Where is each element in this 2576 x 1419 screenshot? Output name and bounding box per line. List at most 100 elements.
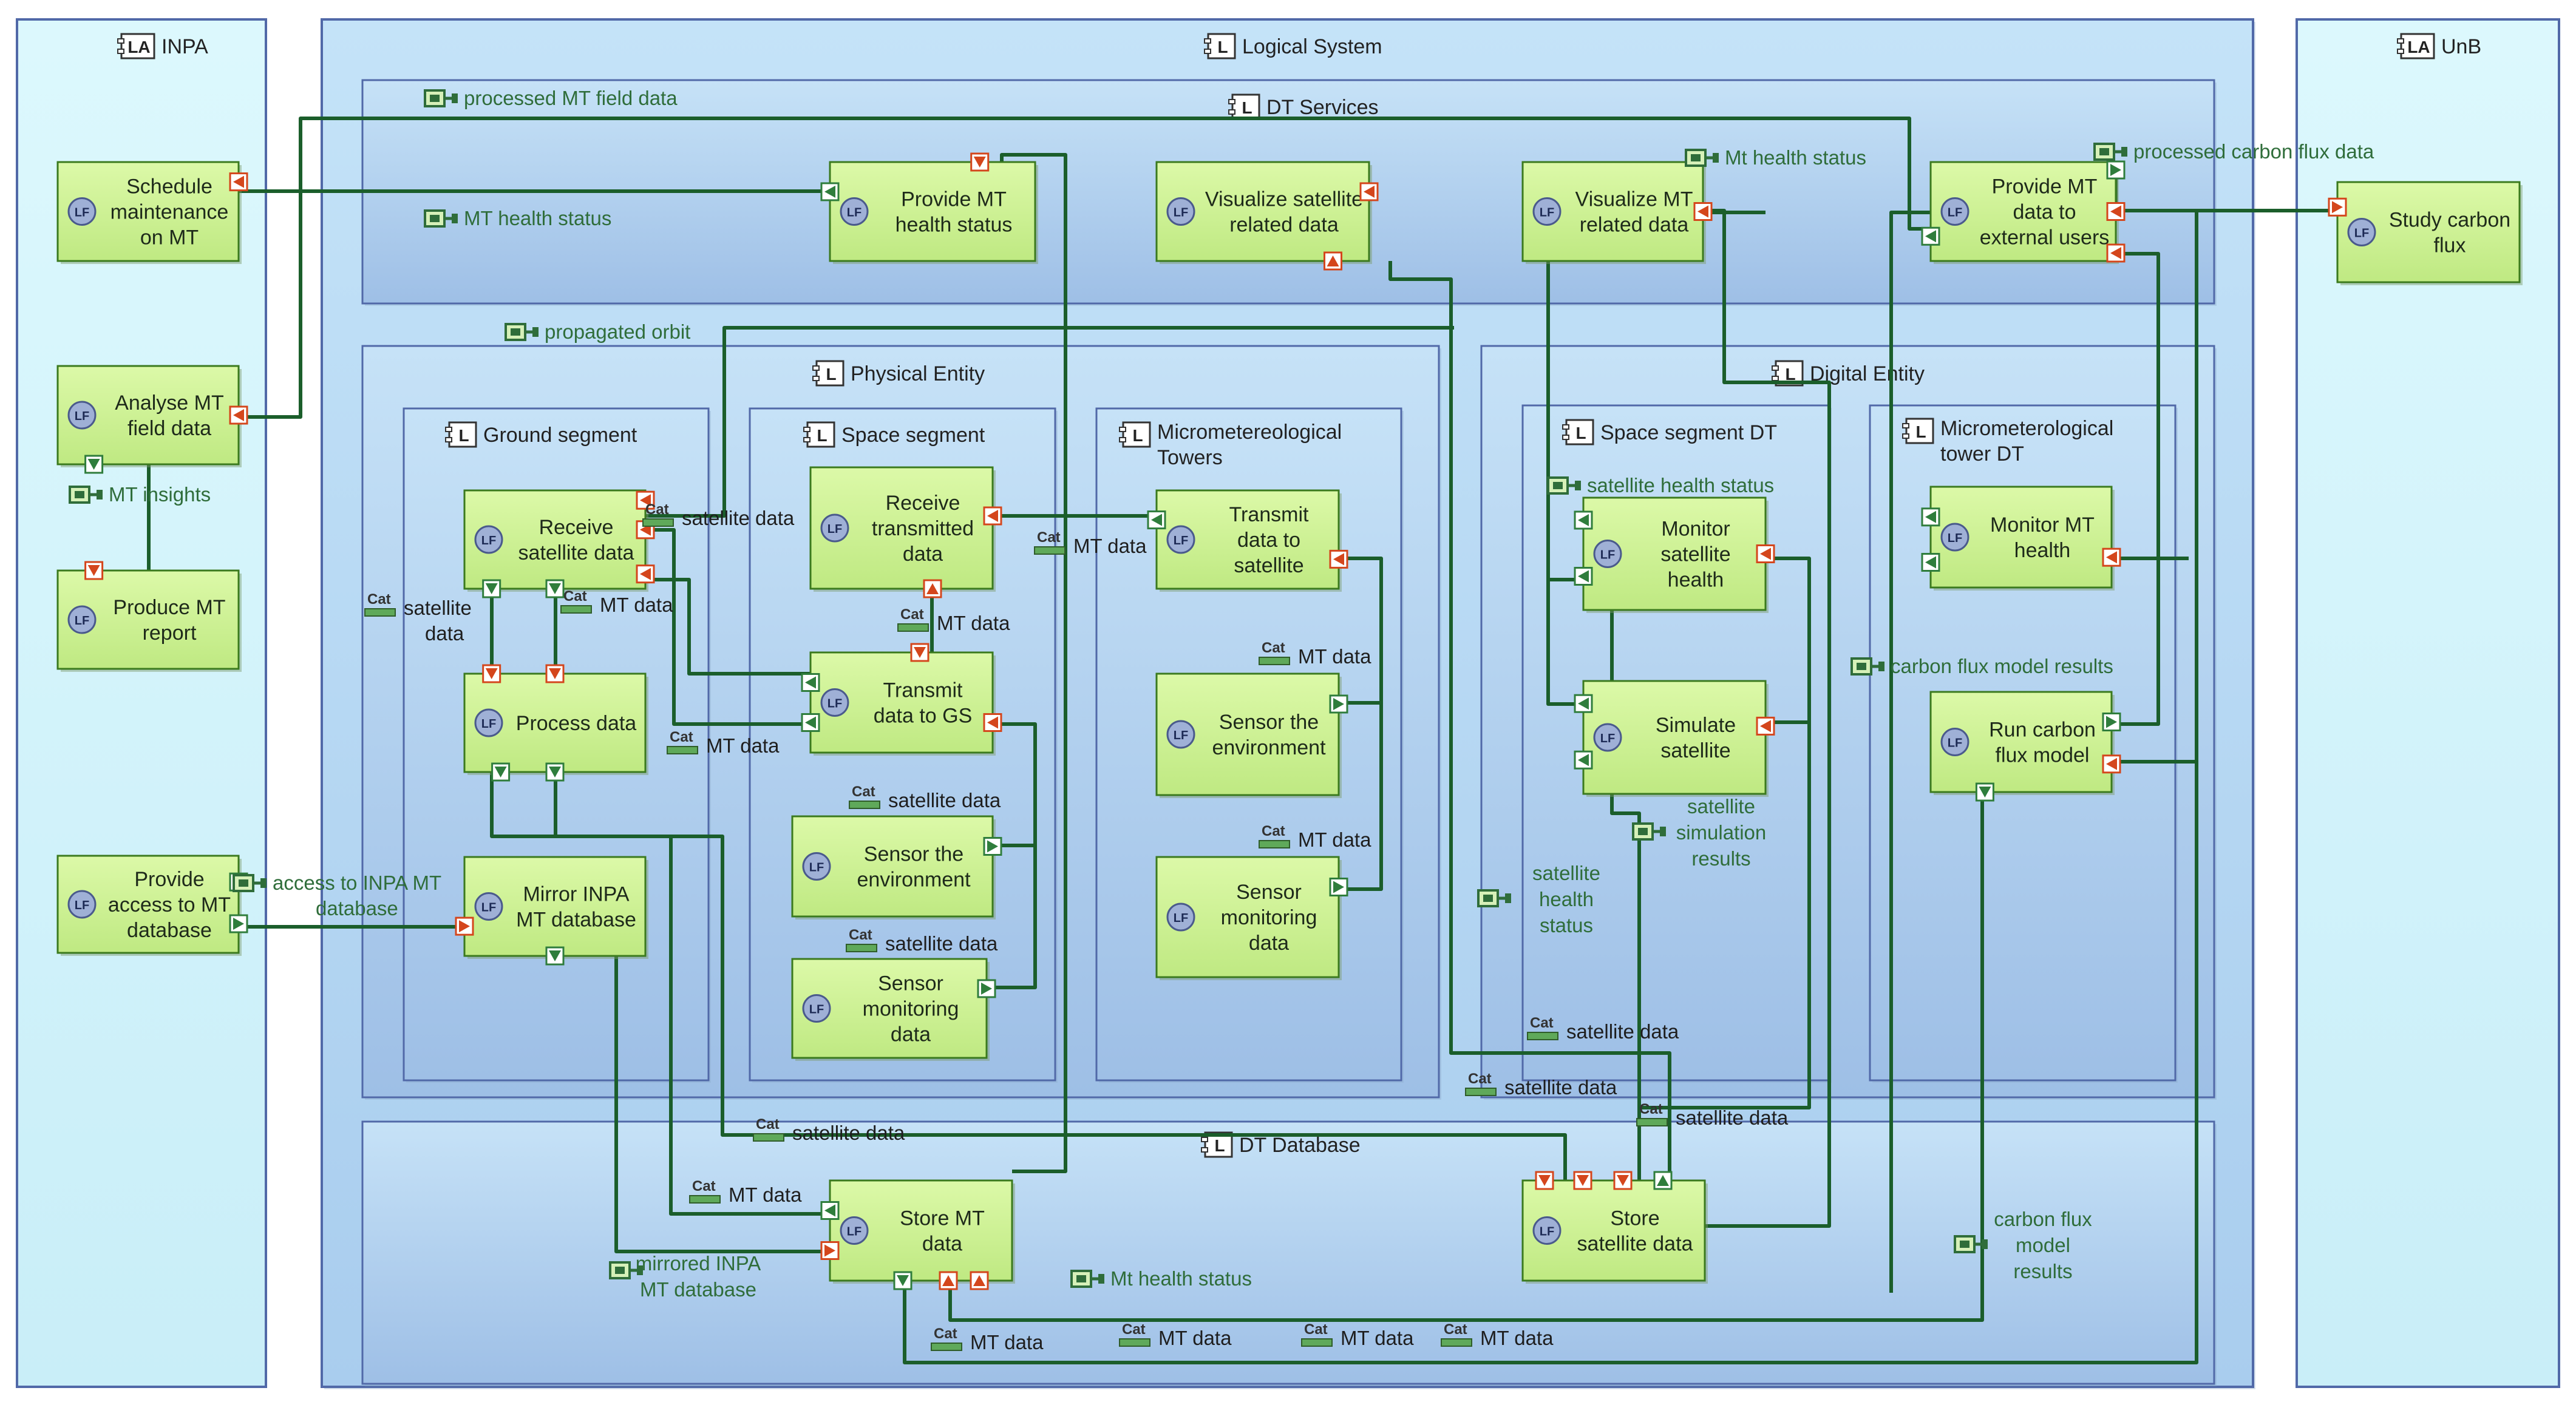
input-port[interactable] [2102,713,2121,731]
output-port[interactable] [1693,202,1713,221]
output-port[interactable] [970,152,990,172]
output-port[interactable] [2328,197,2347,217]
output-port[interactable] [939,1271,958,1290]
input-port[interactable] [2106,160,2126,180]
output-port[interactable] [2102,547,2121,567]
input-port[interactable] [1921,226,1940,246]
output-port[interactable] [983,506,1002,526]
input-port[interactable] [1574,510,1593,530]
output-port[interactable] [636,564,655,584]
category-icon: Cat [667,729,698,754]
output-port[interactable] [923,579,942,598]
functional-exchange-link[interactable] [2112,252,2160,726]
input-port[interactable] [1329,878,1348,896]
functional-exchange-link[interactable] [1388,261,1671,1180]
output-port[interactable] [1535,1171,1554,1190]
functional-exchange-link[interactable] [614,956,830,1253]
input-port[interactable] [1329,694,1348,714]
output-port[interactable] [983,713,1002,732]
functional-exchange-link[interactable] [987,722,1037,989]
input-port[interactable] [1921,553,1940,572]
output-port[interactable] [1756,716,1775,736]
output-port[interactable] [2102,754,2121,774]
input-port[interactable] [84,455,104,474]
functional-exchange-link[interactable] [903,209,2198,1364]
output-port[interactable] [84,561,104,580]
output-port[interactable] [1613,1171,1633,1190]
output-port[interactable] [455,916,474,936]
input-port[interactable] [1574,694,1593,713]
output-port[interactable] [2106,202,2126,221]
output-port[interactable] [482,664,501,683]
input-port[interactable] [1574,567,1593,586]
input-port[interactable] [1147,510,1166,530]
functional-exchange-link[interactable] [1339,557,1383,891]
output-port[interactable] [229,405,248,425]
input-port[interactable] [1975,782,1994,802]
input-port[interactable] [1921,507,1940,527]
output-port[interactable] [229,172,248,192]
output-port[interactable] [1324,251,1342,271]
input-port[interactable] [545,762,565,782]
functional-exchange-link[interactable] [554,772,1567,1180]
input-port[interactable] [801,673,820,692]
functional-exchange-link[interactable] [645,578,811,676]
input-port[interactable] [1653,1171,1673,1190]
input-port[interactable] [482,579,501,598]
output-port[interactable] [1359,182,1379,202]
output-port[interactable] [2106,243,2126,263]
input-port[interactable] [977,979,996,998]
output-port[interactable] [820,1241,840,1260]
functional-exchange-link[interactable] [645,326,1454,518]
functional-exchange-link[interactable] [645,528,811,726]
input-port[interactable] [820,1201,840,1220]
output-port[interactable] [636,490,655,510]
functional-exchange-link[interactable] [1000,153,1067,1173]
output-port[interactable] [1329,549,1348,569]
input-port[interactable] [820,182,840,202]
input-port[interactable] [229,914,248,933]
output-port[interactable] [1573,1171,1592,1190]
functional-exchange-link[interactable] [948,792,1984,1322]
input-port[interactable] [545,579,565,598]
input-port[interactable] [491,762,511,782]
input-port[interactable] [801,713,820,732]
output-port[interactable] [910,643,929,662]
input-port[interactable] [1574,750,1593,770]
output-port[interactable] [545,664,565,683]
functional-exchange-link[interactable] [490,772,830,1216]
functional-exchange-link[interactable] [1889,211,1931,1293]
input-port[interactable] [983,837,1002,856]
functional-exchange-link[interactable] [239,117,1931,419]
input-port[interactable] [893,1271,912,1290]
output-port[interactable] [1756,544,1775,563]
input-port[interactable] [545,946,565,966]
output-port[interactable] [970,1271,989,1290]
